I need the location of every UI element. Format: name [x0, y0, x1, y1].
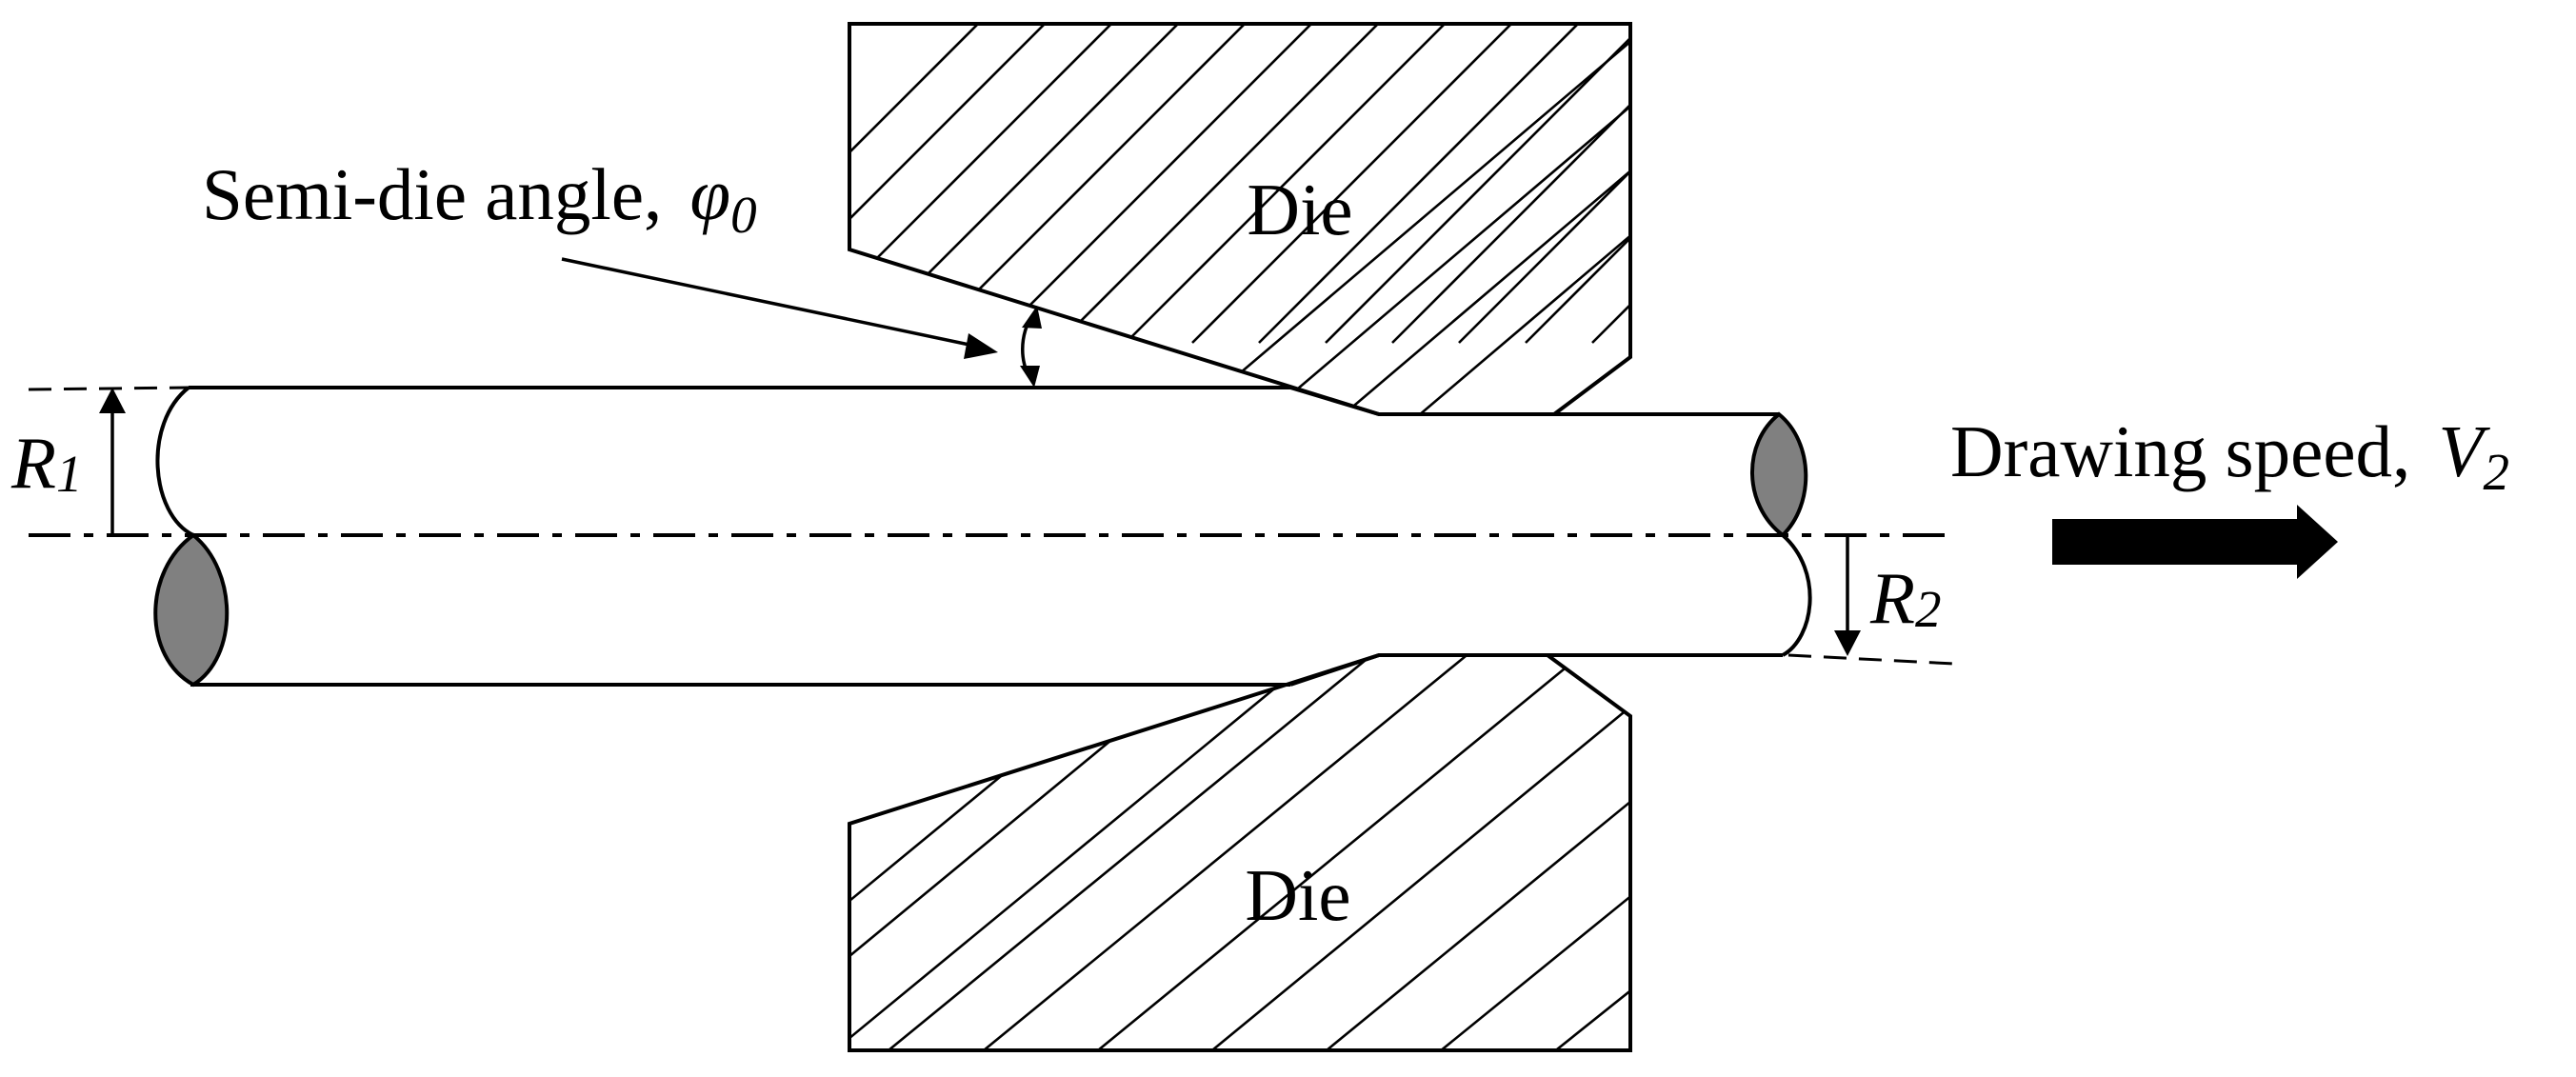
wire-taper-bottom — [1289, 653, 1380, 687]
drawing-direction-arrow-icon — [2052, 505, 2338, 579]
right-section-fill — [1750, 411, 1808, 538]
semi-die-angle-annotation: Semi-die angle, φ0 — [202, 153, 1042, 388]
semi-die-angle-label: Semi-die angle, φ0 — [202, 153, 757, 244]
wire-taper-top — [1289, 386, 1380, 416]
r2-dimension: R2 — [1787, 535, 1955, 666]
drawing-speed-label: Drawing speed, V2 — [1950, 410, 2509, 501]
left-break-line — [155, 386, 194, 537]
r1-label: R1 — [10, 422, 83, 504]
left-section-fill — [153, 532, 230, 688]
upper-die: Die — [848, 22, 1632, 416]
r2-extension-line — [1787, 653, 1955, 666]
wire — [153, 386, 1812, 688]
lower-die-hatching — [849, 655, 1630, 1050]
angle-arc-arrow-top — [1022, 306, 1042, 329]
angle-arc-arrow-bottom — [1020, 366, 1040, 388]
angle-leader-arrowhead — [964, 333, 998, 359]
r2-label: R2 — [1869, 557, 1942, 639]
r1-arrowhead — [99, 388, 126, 413]
r1-extension-line — [28, 386, 190, 391]
upper-die-hatching — [849, 24, 1630, 414]
r2-arrowhead — [1834, 630, 1861, 656]
lower-die: Die — [848, 653, 1632, 1052]
upper-die-label: Die — [1247, 169, 1352, 250]
r1-dimension: R1 — [10, 386, 190, 535]
drawing-speed-annotation: Drawing speed, V2 — [1950, 410, 2509, 579]
right-break-line — [1781, 533, 1812, 657]
lower-die-label: Die — [1245, 854, 1350, 936]
angle-leader-line — [561, 257, 970, 347]
